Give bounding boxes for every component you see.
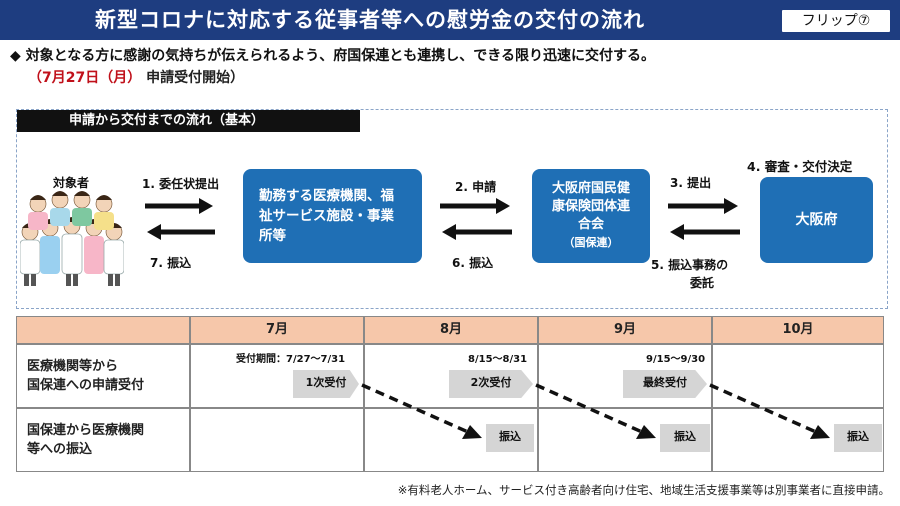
target-label: 対象者 <box>53 176 90 190</box>
payment-box: 振込 <box>486 424 534 452</box>
title-bar <box>0 0 900 40</box>
accept-period: 9/15～9/30 <box>646 354 706 365</box>
row-label-payment: 国保連から医療機関 等への振込 <box>16 408 190 472</box>
month-header: 9月 <box>538 316 712 344</box>
osaka-node: 大阪府 <box>760 177 873 263</box>
step-6-label: 6. 振込 <box>452 256 494 270</box>
row-label-line: 国保連から医療機関 <box>27 423 145 438</box>
step-5-label: 5. 振込事務の <box>651 258 729 272</box>
exchange-arrows-icon <box>145 198 215 240</box>
accept-round-final: 最終受付 <box>623 370 707 398</box>
accept-period: 8/15～8/31 <box>468 354 528 365</box>
intro-date: （7月27日（月） <box>28 70 142 86</box>
step-4-label: 4. 審査・交付決定 <box>747 159 853 174</box>
step-3-label: 3. 提出 <box>670 176 712 190</box>
kokuho-sub-label: （国保連） <box>563 236 619 249</box>
intro-bullet: ◆ 対象となる方に感謝の気持ちが伝えられるよう、府国保連とも連携し、できる限り迅… <box>10 48 655 64</box>
accept-round-1: 1次受付 <box>293 370 359 398</box>
step-5-label-line2: 委託 <box>690 276 715 290</box>
exchange-arrows-icon <box>668 198 740 240</box>
medical-institution-label: 勤務する医療機関、福祉サービス施設・事業所等 <box>259 188 394 244</box>
payment-box: 振込 <box>660 424 710 452</box>
flow-panel-label: 申請から交付までの流れ（基本） <box>17 110 360 132</box>
intro-date-suffix: 申請受付開始） <box>146 70 245 86</box>
intro-date-line: （7月27日（月） 申請受付開始） <box>28 67 244 87</box>
footnote: ※有料老人ホーム、サービス付き高齢者向け住宅、地域生活支援事業等は別事業者に直接… <box>397 483 890 497</box>
step-7-label: 7. 振込 <box>150 256 192 270</box>
step-1-label: 1. 委任状提出 <box>142 177 220 191</box>
step-2-label: 2. 申請 <box>455 180 497 194</box>
row-label-line: 国保連への申請受付 <box>27 378 145 393</box>
month-header: 10月 <box>712 316 884 344</box>
row-label-application: 医療機関等から 国保連への申請受付 <box>16 344 190 408</box>
row-label-line: 等への振込 <box>27 442 93 457</box>
row-label-line: 医療機関等から <box>27 359 119 374</box>
accept-round-2: 2次受付 <box>449 370 533 398</box>
accept-period: 受付期間：7/27～7/31 <box>236 354 346 365</box>
payment-box: 振込 <box>834 424 882 452</box>
page-title: 新型コロナに対応する従事者等への慰労金の交付の流れ <box>95 8 645 32</box>
month-header: 8月 <box>364 316 538 344</box>
table-corner <box>16 316 190 344</box>
kokuho-label: 大阪府国民健康保険団体連合会 <box>551 181 630 232</box>
flip-badge: フリップ⑦ <box>780 8 892 34</box>
month-header: 7月 <box>190 316 364 344</box>
osaka-label: 大阪府 <box>795 212 838 228</box>
table-cell <box>190 408 364 472</box>
kokuho-node: 大阪府国民健康保険団体連合会 （国保連） <box>532 169 650 263</box>
staff-group-icon <box>20 191 124 286</box>
flow-panel <box>16 109 888 309</box>
medical-institution-node: 勤務する医療機関、福祉サービス施設・事業所等 <box>243 169 422 263</box>
exchange-arrows-icon <box>440 198 512 240</box>
